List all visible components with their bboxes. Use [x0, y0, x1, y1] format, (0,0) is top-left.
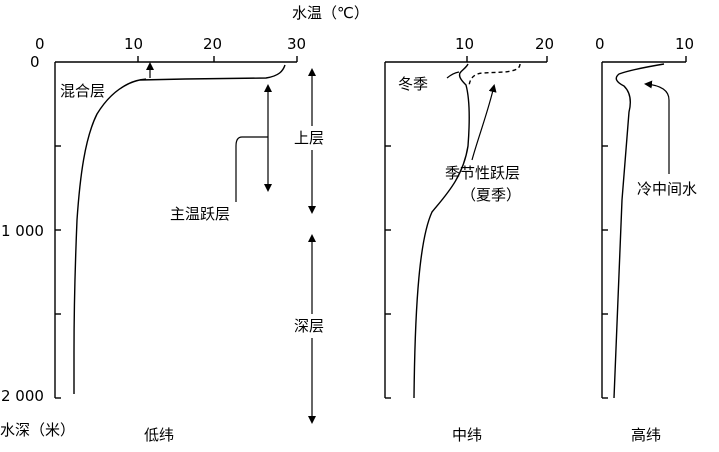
seasonal-thermocline-label: 季节性跃层 — [445, 164, 520, 182]
layer-indicators: 上层 深层 — [294, 68, 324, 424]
upper-layer-label: 上层 — [294, 129, 324, 147]
low-temp-tick-0: 0 — [35, 35, 45, 53]
high-temp-tick-0: 0 — [595, 35, 605, 53]
low-latitude-label: 低纬 — [144, 426, 174, 444]
low-temp-tick-20: 20 — [203, 35, 222, 53]
cold-intermediate-water-label: 冷中间水 — [637, 180, 697, 198]
seasonal-thermocline-summer-label: （夏季） — [461, 186, 521, 204]
high-latitude-temperature-curve — [613, 63, 665, 399]
depth-tick-0: 0 — [30, 53, 40, 71]
main-thermocline-label: 主温跃层 — [170, 205, 230, 223]
high-latitude-label: 高纬 — [631, 426, 661, 444]
mid-temp-tick-10: 10 — [455, 35, 474, 53]
panel-low-latitude: 0 10 20 30 0 1 000 2 000 混合层 主温跃层 — [1, 35, 306, 405]
low-temp-tick-30: 30 — [287, 35, 306, 53]
depth-tick-1000: 1 000 — [1, 222, 44, 240]
mixed-layer-label: 混合层 — [60, 82, 105, 100]
low-temp-tick-10: 10 — [124, 35, 143, 53]
panel-high-latitude: 0 10 冷中间水 — [595, 35, 697, 399]
low-latitude-temperature-curve — [73, 64, 286, 394]
depth-axis-title: 水深（米） — [0, 421, 75, 439]
mid-latitude-winter-curve — [413, 63, 471, 399]
winter-label: 冬季 — [398, 75, 428, 93]
mid-temp-tick-20: 20 — [535, 35, 554, 53]
deep-layer-label: 深层 — [294, 317, 324, 335]
mid-latitude-summer-curve — [468, 63, 521, 87]
temperature-axis-title: 水温（℃） — [292, 4, 369, 22]
panel-mid-latitude: 10 20 冬季 季节性跃层 （夏季） — [384, 35, 554, 399]
high-temp-tick-10: 10 — [675, 35, 694, 53]
depth-tick-2000: 2 000 — [1, 387, 44, 405]
mid-latitude-label: 中纬 — [452, 426, 482, 444]
